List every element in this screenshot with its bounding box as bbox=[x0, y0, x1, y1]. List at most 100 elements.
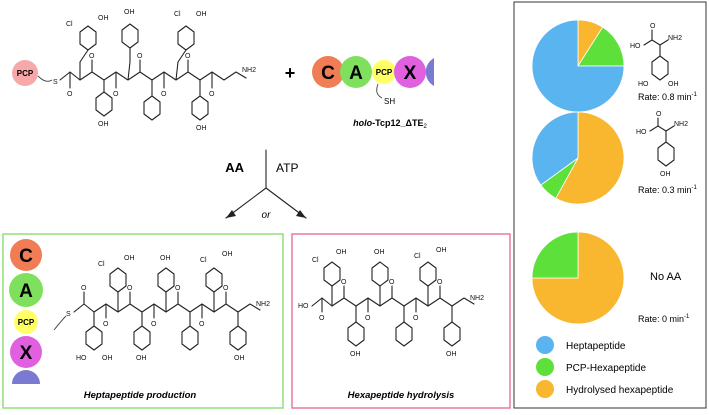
svg-text:O: O bbox=[127, 285, 133, 292]
hexapeptide-structure: HO O O O O O O NH2 Cl OH OH OH Cl OH OH bbox=[298, 247, 484, 358]
heptapeptide-structure: S O O O O O O O NH2 HO OH Cl OH OH OH Cl… bbox=[53, 251, 270, 362]
svg-text:HO: HO bbox=[636, 129, 647, 136]
enzyme-name-subscript: 2 bbox=[423, 124, 427, 130]
hepta-domain-label-2: PCP bbox=[18, 318, 35, 327]
or-label: or bbox=[262, 210, 272, 221]
svg-text:OH: OH bbox=[336, 249, 347, 256]
svg-text:OH: OH bbox=[436, 247, 447, 254]
svg-text:NH2: NH2 bbox=[668, 35, 682, 42]
pcp-domain-circle bbox=[12, 60, 38, 86]
enzyme-domain-label-1: A bbox=[349, 63, 363, 84]
svg-text:OH: OH bbox=[102, 355, 113, 362]
svg-text:OH: OH bbox=[196, 11, 207, 18]
svg-text:NH2: NH2 bbox=[470, 295, 484, 302]
legend-label-heptapeptide: Heptapeptide bbox=[566, 341, 626, 352]
hepta-domain-1 bbox=[9, 273, 43, 307]
svg-text:OH: OH bbox=[98, 15, 109, 22]
enzyme-domain-label-0: C bbox=[321, 63, 335, 84]
rate-label-0: Rate: 0.8 min-1 bbox=[638, 92, 698, 102]
enzyme-domain-1 bbox=[340, 56, 372, 88]
enzyme-domain-label-3: X bbox=[404, 63, 417, 84]
legend-label-pcp_hexapeptide: PCP-Hexapeptide bbox=[566, 363, 646, 374]
hepta-domain-2 bbox=[14, 310, 38, 334]
svg-text:O: O bbox=[67, 91, 73, 98]
svg-text:OH: OH bbox=[222, 251, 233, 258]
svg-text:O: O bbox=[650, 23, 656, 30]
reaction-arrows bbox=[225, 149, 307, 219]
pie-1-slice-hydrolysed bbox=[555, 111, 625, 205]
enzyme-domain-3 bbox=[394, 56, 426, 88]
no-aa-label: No AA bbox=[650, 271, 682, 283]
enzyme-domain-label-2: PCP bbox=[376, 68, 393, 77]
svg-text:O: O bbox=[175, 285, 181, 292]
svg-text:O: O bbox=[103, 321, 109, 328]
svg-text:HO: HO bbox=[630, 43, 641, 50]
pie-1-slice-heptapeptide bbox=[531, 111, 579, 186]
enzyme-trailing-domain bbox=[425, 58, 434, 86]
svg-text:O: O bbox=[199, 321, 205, 328]
rate-label-2: Rate: 0 min-1 bbox=[638, 314, 690, 324]
svg-text:Cl: Cl bbox=[174, 11, 181, 18]
svg-text:HO: HO bbox=[298, 303, 309, 310]
heptapeptide-caption: Heptapeptide production bbox=[84, 390, 197, 401]
svg-text:O: O bbox=[223, 285, 229, 292]
svg-text:OH: OH bbox=[660, 171, 671, 178]
svg-text:O: O bbox=[137, 53, 143, 60]
svg-text:OH: OH bbox=[98, 121, 109, 128]
enzyme-domain-0 bbox=[312, 56, 344, 88]
legend-swatch-pcp_hexapeptide bbox=[536, 358, 554, 376]
enzyme-name-main: -Tcp12_ΔTE bbox=[372, 118, 423, 128]
hepta-domain-label-0: C bbox=[19, 246, 33, 267]
svg-text:Cl: Cl bbox=[312, 257, 319, 264]
hepta-domain-label-3: X bbox=[20, 343, 33, 364]
svg-text:O: O bbox=[341, 279, 347, 286]
hepta-domain-0 bbox=[10, 239, 42, 271]
svg-text:O: O bbox=[185, 53, 191, 60]
svg-text:OH: OH bbox=[446, 351, 457, 358]
thioester-s: S bbox=[53, 79, 58, 86]
sh-label: SH bbox=[384, 97, 395, 106]
hexapeptide-box bbox=[291, 233, 511, 409]
svg-text:O: O bbox=[389, 279, 395, 286]
legend-label-hydrolysed: Hydrolysed hexapeptide bbox=[566, 385, 674, 396]
svg-text:O: O bbox=[161, 91, 167, 98]
amino-acid-structure-2: HO O NH2 OH bbox=[636, 111, 688, 178]
svg-text:OH: OH bbox=[668, 81, 679, 88]
svg-text:O: O bbox=[413, 315, 419, 322]
svg-text:OH: OH bbox=[124, 255, 135, 262]
enzyme-domain-2 bbox=[372, 60, 396, 84]
svg-text:OH: OH bbox=[234, 355, 245, 362]
svg-text:OH: OH bbox=[160, 255, 171, 262]
hepta-trailing-domain bbox=[12, 370, 40, 384]
legend-swatch-hydrolysed bbox=[536, 380, 554, 398]
svg-text:Cl: Cl bbox=[414, 253, 421, 260]
svg-text:OH: OH bbox=[350, 351, 361, 358]
pie-2-slice-pcp_hexapeptide bbox=[531, 231, 579, 279]
svg-text:O: O bbox=[113, 91, 119, 98]
plus-sign: + bbox=[285, 63, 296, 83]
hepta-domain-3 bbox=[10, 336, 42, 368]
hexapeptide-caption: Hexapeptide hydrolysis bbox=[348, 390, 455, 401]
amino-acid-structure-1: HO O NH2 HO OH bbox=[630, 23, 682, 88]
svg-text:OH: OH bbox=[374, 249, 385, 256]
svg-text:Cl: Cl bbox=[200, 257, 207, 264]
legend-swatch-heptapeptide bbox=[536, 336, 554, 354]
svg-text:O: O bbox=[81, 285, 87, 292]
pie-0-slice-heptapeptide bbox=[531, 19, 625, 113]
substrate-structure: PCP S O O O O O O O NH2 Cl OH OH Cl OH O… bbox=[12, 9, 256, 132]
svg-text:O: O bbox=[209, 91, 215, 98]
svg-text:HO: HO bbox=[76, 355, 87, 362]
pie-0-slice-pcp_hexapeptide bbox=[577, 26, 625, 67]
svg-text:O: O bbox=[89, 53, 95, 60]
svg-text:Cl: Cl bbox=[98, 261, 105, 268]
svg-text:Cl: Cl bbox=[66, 21, 73, 28]
rate-label-1: Rate: 0.3 min-1 bbox=[638, 185, 698, 195]
svg-text:O: O bbox=[365, 315, 371, 322]
svg-text:OH: OH bbox=[124, 9, 135, 16]
pcp-domain-label: PCP bbox=[17, 69, 34, 78]
atp-label: ATP bbox=[276, 161, 298, 175]
